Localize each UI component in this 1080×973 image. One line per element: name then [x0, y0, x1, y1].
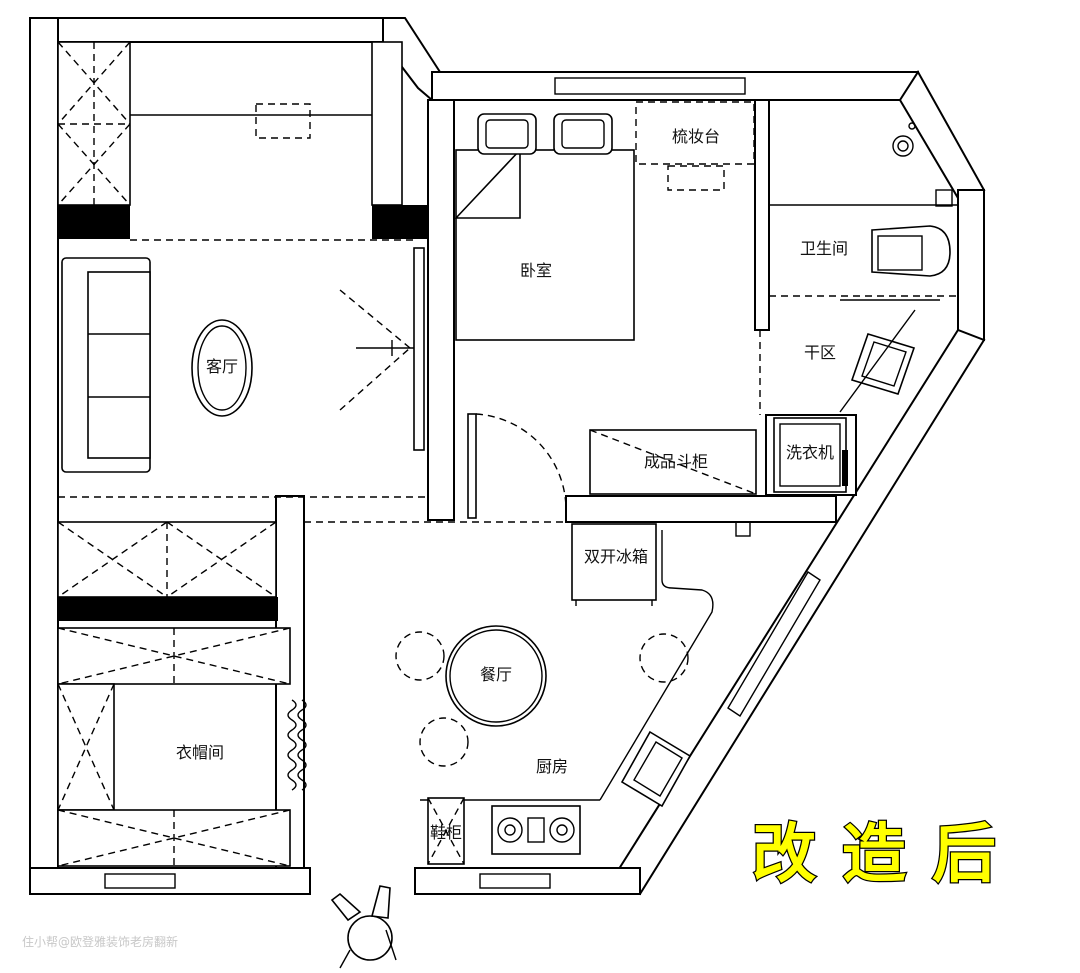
dining-room-label: 餐厅: [480, 665, 512, 684]
kitchen-label: 厨房: [536, 757, 568, 776]
pillow-right: [553, 113, 613, 155]
living-room: 客厅: [58, 247, 566, 523]
dining-chair: [419, 717, 469, 767]
dining-chair: [639, 633, 689, 683]
washing-machine: [773, 417, 847, 493]
dining-table: [445, 625, 547, 727]
dining-chair: [395, 631, 445, 681]
person-icon: [330, 885, 397, 969]
bedroom: 卧室 梳妆台 成品斗柜: [454, 101, 757, 519]
living-room-label: 客厅: [206, 357, 238, 376]
bedroom-label: 卧室: [520, 261, 552, 280]
fridge: [571, 523, 657, 601]
bathroom: 卫生间 干区 洗衣机: [759, 122, 958, 493]
tv-cabinet: [413, 247, 425, 451]
bathroom-label: 卫生间: [800, 239, 848, 258]
stove: [491, 805, 581, 855]
pillow-left: [477, 113, 537, 155]
watermark: 住小帮@欧登雅装饰老房翻新: [22, 934, 178, 949]
top-storage: [57, 41, 415, 241]
coffee-table: [191, 319, 253, 417]
bed: [455, 149, 635, 341]
vanity-label: 梳妆台: [672, 127, 720, 146]
cloakroom-label: 衣帽间: [176, 743, 224, 762]
chest-cabinet-label: 成品斗柜: [644, 452, 708, 471]
title-text: 改造后: [752, 818, 1022, 892]
washing-machine-label: 洗衣机: [786, 443, 834, 462]
shoe-cabinet-label: 鞋柜: [430, 823, 462, 842]
cloakroom: 衣帽间: [57, 627, 307, 867]
bedroom-door: [467, 413, 477, 519]
dry-area-label: 干区: [804, 343, 836, 362]
dry-area-sink: [850, 333, 916, 395]
toilet: [871, 225, 951, 277]
lower-storage: [57, 521, 277, 598]
kitchen-sink: [620, 730, 692, 808]
kitchen: 双开冰箱 厨房 鞋柜 餐厅: [395, 523, 714, 865]
fridge-label: 双开冰箱: [584, 547, 648, 566]
outer-walls: [29, 17, 986, 896]
